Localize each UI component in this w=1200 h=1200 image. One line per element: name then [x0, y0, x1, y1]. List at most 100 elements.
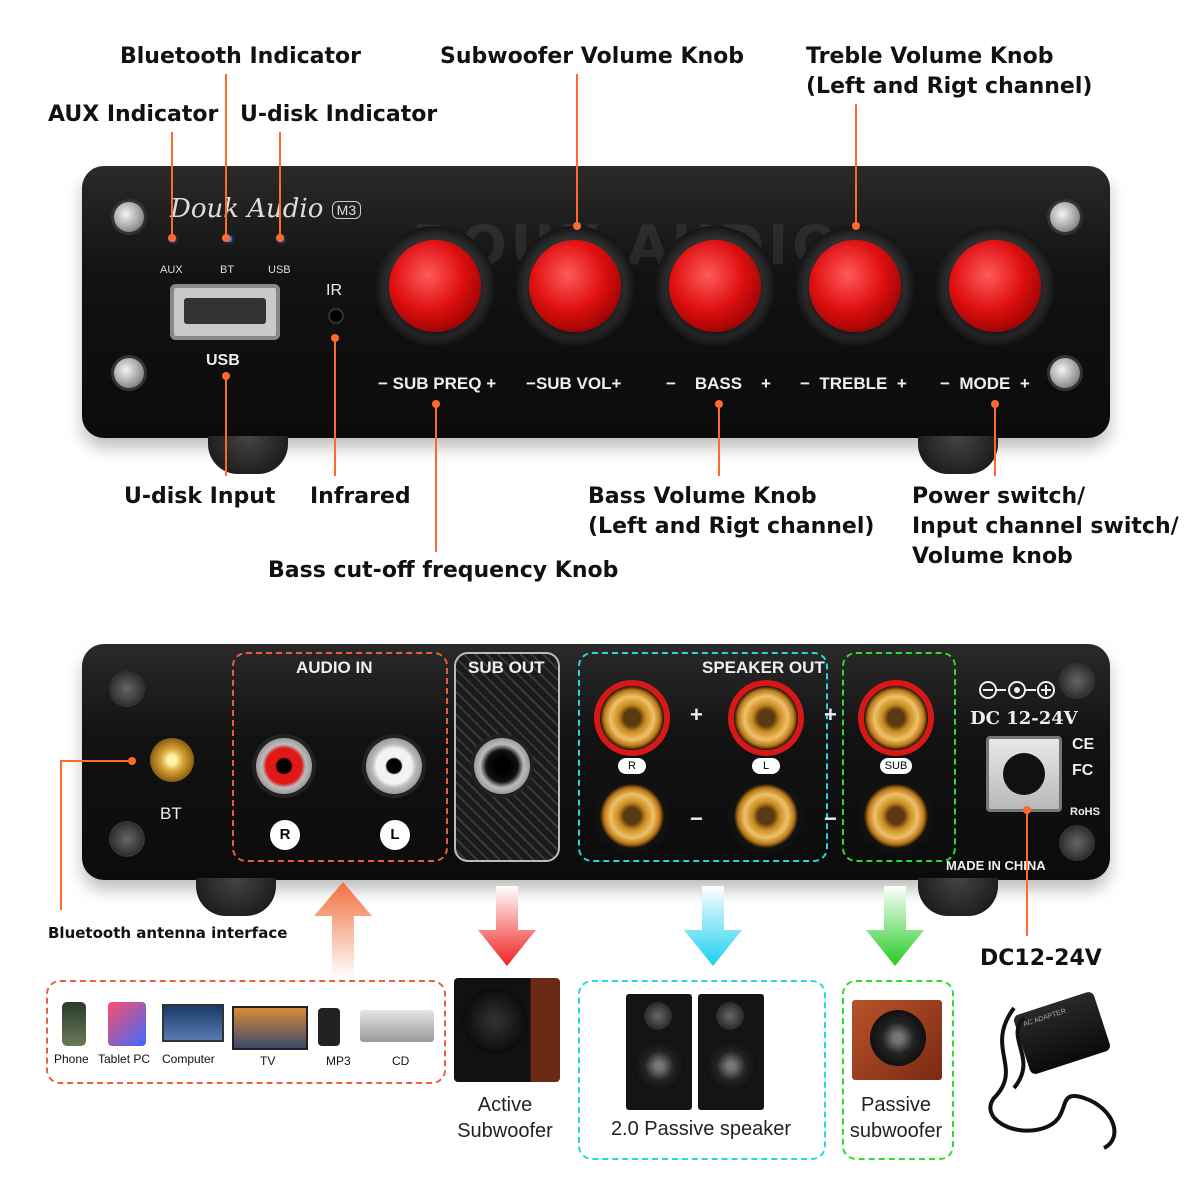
- plus-sign-2: +: [824, 702, 837, 727]
- rear-screw-bottom-left: [112, 824, 142, 854]
- arrow-down-sub-out: [478, 886, 536, 966]
- audio-in-box: [232, 652, 448, 862]
- callout-line-usb-led: [279, 132, 281, 238]
- arrow-up-audio-in: [314, 882, 372, 978]
- callout-dot-bt-antenna: [128, 757, 136, 765]
- knob-mode[interactable]: [935, 226, 1055, 346]
- bass-label-row: − BASS +: [666, 374, 771, 393]
- speaker-r-label: R: [618, 758, 646, 774]
- speaker-r-minus[interactable]: [600, 784, 664, 848]
- rca-in-left[interactable]: [366, 738, 422, 794]
- ir-sensor: [330, 310, 342, 322]
- minus-sign-1: −: [690, 806, 703, 831]
- speaker-l-minus[interactable]: [734, 784, 798, 848]
- callout-dot-usb-led: [276, 234, 284, 242]
- label-infrared: Infrared: [310, 484, 411, 509]
- arrow-down-speaker-out: [684, 886, 742, 966]
- speaker-r-plus[interactable]: [600, 686, 664, 750]
- callout-dot-subvol: [573, 222, 581, 230]
- knob-sub-vol[interactable]: [515, 226, 635, 346]
- treble-label-row: − TREBLE +: [800, 374, 907, 393]
- speaker-sub-label: SUB: [880, 758, 912, 774]
- made-in-label: MADE IN CHINA: [946, 858, 1046, 873]
- device-mp3-label: MP3: [326, 1054, 351, 1068]
- callout-dot-subpreq: [432, 400, 440, 408]
- label-udisk-indicator: U-disk Indicator: [240, 102, 438, 127]
- passive-subwoofer-box: [842, 980, 954, 1160]
- active-subwoofer-caption: Active Subwoofer: [457, 1094, 553, 1142]
- usb-slot: [184, 298, 266, 324]
- knob-bass[interactable]: [655, 226, 775, 346]
- rear-foot-left: [196, 878, 276, 916]
- rear-foot-right: [918, 878, 998, 916]
- callout-dot-bass: [715, 400, 723, 408]
- sub-speaker-box: [842, 652, 956, 862]
- computer-image: [162, 1004, 224, 1042]
- front-foot-right: [918, 436, 998, 474]
- callout-line-bt-antenna-h: [60, 760, 132, 762]
- speaker-sub-minus[interactable]: [864, 784, 928, 848]
- callout-line-bt: [225, 74, 227, 238]
- callout-line-bt-antenna-v: [60, 760, 62, 910]
- callout-dot-usb-input: [222, 372, 230, 380]
- label-bluetooth-indicator: Bluetooth Indicator: [120, 44, 361, 69]
- label-subwoofer-volume: Subwoofer Volume Knob: [440, 44, 745, 69]
- usb-label: USB: [206, 352, 240, 369]
- bt-antenna-connector[interactable]: [150, 738, 194, 782]
- speaker-l-plus[interactable]: [734, 686, 798, 750]
- arrow-down-sub-speaker: [866, 886, 924, 966]
- cd-player-image: [360, 1010, 434, 1042]
- rear-screw-bottom-right: [1062, 828, 1092, 858]
- speaker-left-image: [626, 994, 692, 1110]
- plus-sign-1: +: [690, 702, 703, 727]
- callout-dot-treble: [852, 222, 860, 230]
- label-bass-cutoff: Bass cut-off frequency Knob: [268, 558, 619, 583]
- speaker-l-label: L: [752, 758, 780, 774]
- front-screw-bottom-right: [1050, 358, 1080, 388]
- dc-polarity-icon: [978, 680, 1056, 700]
- label-udisk-input: U-disk Input: [124, 484, 276, 509]
- knob-treble[interactable]: [795, 226, 915, 346]
- passive-subwoofer-image: [852, 1000, 942, 1080]
- callout-line-subpreq: [435, 404, 437, 552]
- bt-label: BT: [160, 804, 182, 823]
- phone-image: [62, 1002, 86, 1046]
- device-tv-label: TV: [260, 1054, 276, 1068]
- knob-sub-preq[interactable]: [375, 226, 495, 346]
- front-foot-left: [208, 436, 288, 474]
- usb-port[interactable]: [170, 284, 280, 340]
- rear-screw-top-right: [1062, 666, 1092, 696]
- callout-line-bass: [718, 404, 720, 476]
- rear-panel: BT AUDIO IN R L SUB OUT SPEAKER OUT R L …: [82, 644, 1110, 880]
- label-bt-antenna: Bluetooth antenna interface: [48, 924, 288, 942]
- led-aux-label: AUX: [160, 264, 183, 276]
- front-panel: Douk Audio M3 DOUK AUDIO AUX BT USB USB …: [82, 166, 1110, 438]
- callout-line-usb-input: [225, 376, 227, 476]
- device-cd-label: CD: [392, 1054, 410, 1068]
- rca-sub-out[interactable]: [474, 738, 530, 794]
- speaker-sub-plus[interactable]: [864, 686, 928, 750]
- active-subwoofer-image: [454, 978, 560, 1082]
- speaker-out-box: [578, 652, 828, 862]
- rca-in-right[interactable]: [256, 738, 312, 794]
- label-treble-volume: Treble Volume Knob (Left and Rigt channe…: [806, 44, 1093, 99]
- sub-preq-label-row: − SUB PREQ +: [378, 374, 497, 393]
- front-screw-bottom-left: [114, 358, 144, 388]
- label-power-switch: Power switch/ Input channel switch/ Volu…: [912, 484, 1179, 569]
- dc-jack[interactable]: [986, 736, 1062, 812]
- callout-dot-mode: [991, 400, 999, 408]
- mode-label-row: − MODE +: [940, 374, 1030, 393]
- device-phone-label: Phone: [54, 1052, 89, 1066]
- ir-label: IR: [326, 282, 342, 299]
- passive-speaker-box: [578, 980, 826, 1160]
- passive-speaker-caption: 2.0 Passive speaker: [610, 1118, 792, 1140]
- dc-rating-label: DC 12-24V: [970, 708, 1078, 729]
- sub-vol-label-row: −SUB VOL+: [526, 374, 622, 393]
- label-bass-volume: Bass Volume Knob (Left and Rigt channel): [588, 484, 875, 539]
- rca-in-left-label: L: [380, 820, 410, 850]
- callout-dot-ir: [331, 334, 339, 342]
- callout-dot-aux: [168, 234, 176, 242]
- callout-dot-bt: [222, 234, 230, 242]
- callout-line-treble: [855, 104, 857, 226]
- passive-subwoofer-caption: Passive subwoofer: [849, 1094, 943, 1142]
